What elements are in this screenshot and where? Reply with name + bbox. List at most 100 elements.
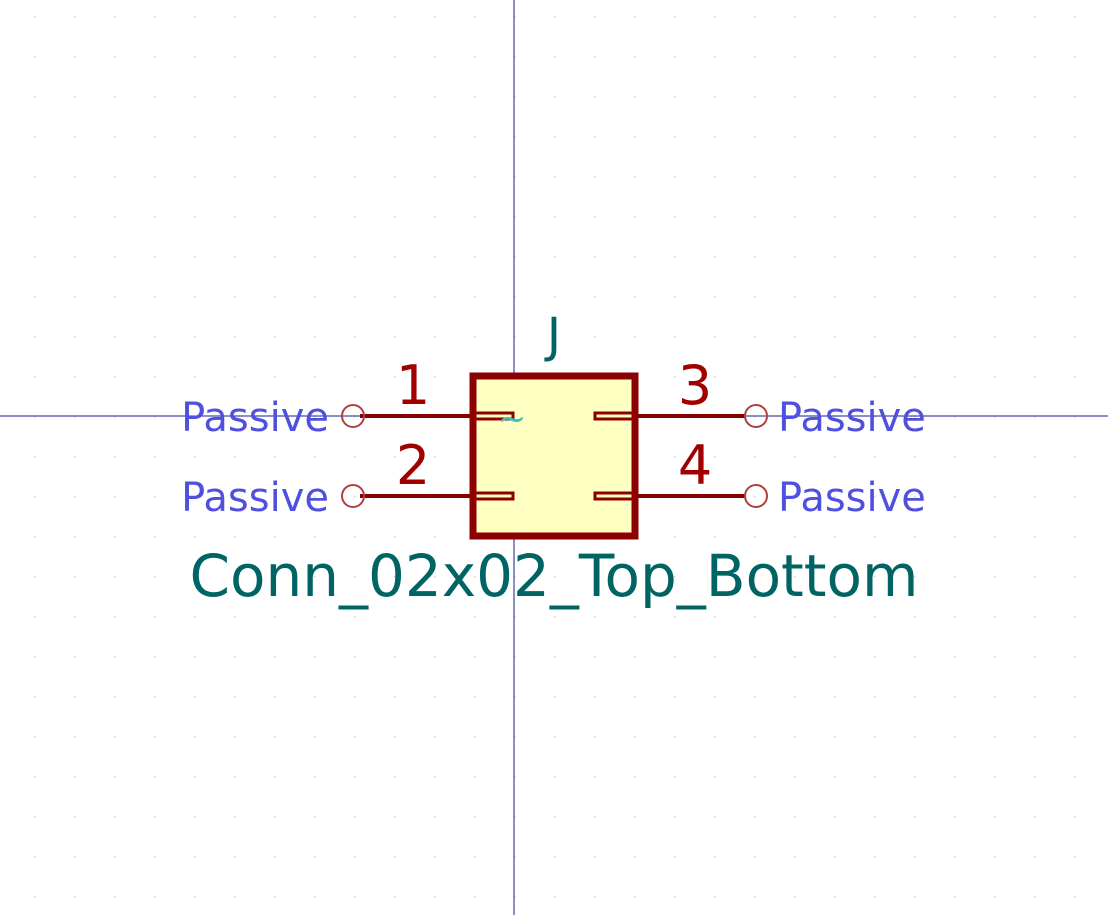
grid-dot	[994, 536, 996, 538]
grid-dot	[234, 776, 236, 778]
grid-dot	[874, 776, 876, 778]
grid-dot	[114, 736, 116, 738]
grid-dot	[274, 896, 276, 898]
grid-dot	[754, 496, 756, 498]
grid-dot	[354, 896, 356, 898]
grid-dot	[434, 816, 436, 818]
grid-dot	[34, 736, 36, 738]
grid-dot	[314, 216, 316, 218]
grid-dot	[674, 336, 676, 338]
grid-dot	[234, 656, 236, 658]
symbol-body[interactable]	[469, 372, 639, 540]
pin-2-connection-point[interactable]	[341, 484, 365, 508]
grid-dot	[954, 456, 956, 458]
grid-dot	[554, 176, 556, 178]
grid-dot	[634, 256, 636, 258]
grid-dot	[394, 56, 396, 58]
grid-dot	[994, 336, 996, 338]
pin-2-type: Passive	[181, 475, 329, 521]
grid-dot	[394, 336, 396, 338]
grid-dot	[914, 256, 916, 258]
grid-dot	[714, 56, 716, 58]
grid-dot	[1034, 136, 1036, 138]
grid-dot	[834, 816, 836, 818]
grid-dot	[234, 536, 236, 538]
grid-dot	[594, 856, 596, 858]
grid-dot	[354, 296, 356, 298]
grid-dot	[194, 416, 196, 418]
pin-1-stub	[473, 411, 515, 421]
grid-dot	[114, 256, 116, 258]
grid-dot	[634, 216, 636, 218]
grid-dot	[874, 96, 876, 98]
grid-dot	[474, 56, 476, 58]
grid-dot	[34, 776, 36, 778]
grid-dot	[914, 896, 916, 898]
pin-3-type: Passive	[778, 395, 926, 441]
grid-dot	[474, 336, 476, 338]
grid-dot	[1074, 696, 1076, 698]
grid-dot	[74, 896, 76, 898]
pin-3-connection-point[interactable]	[744, 404, 768, 428]
grid-dot	[914, 536, 916, 538]
grid-dot	[994, 656, 996, 658]
grid-dot	[834, 456, 836, 458]
grid-dot	[994, 16, 996, 18]
grid-dot	[1034, 216, 1036, 218]
grid-dot	[954, 336, 956, 338]
grid-dot	[154, 336, 156, 338]
grid-dot	[434, 536, 436, 538]
grid-dot	[474, 136, 476, 138]
grid-dot	[554, 576, 556, 578]
grid-dot	[994, 816, 996, 818]
grid-dot	[154, 536, 156, 538]
grid-dot	[1034, 856, 1036, 858]
grid-dot	[794, 616, 796, 618]
grid-dot	[754, 816, 756, 818]
grid-dot	[234, 16, 236, 18]
grid-dot	[394, 456, 396, 458]
grid-dot	[754, 776, 756, 778]
grid-dot	[434, 16, 436, 18]
grid-dot	[1034, 896, 1036, 898]
grid-dot	[754, 896, 756, 898]
grid-dot	[154, 896, 156, 898]
grid-dot	[674, 16, 676, 18]
grid-dot	[794, 576, 796, 578]
pin-1-connection-point[interactable]	[341, 404, 365, 428]
value-field[interactable]: Conn_02x02_Top_Bottom	[189, 542, 918, 610]
grid-dot	[1034, 696, 1036, 698]
grid-dot	[154, 816, 156, 818]
grid-dot	[154, 136, 156, 138]
grid-dot	[274, 336, 276, 338]
grid-dot	[954, 896, 956, 898]
grid-dot	[274, 176, 276, 178]
grid-dot	[74, 616, 76, 618]
pin-2[interactable]: 2 Passive	[181, 434, 515, 521]
grid-dot	[314, 336, 316, 338]
grid-dot	[34, 616, 36, 618]
grid-dot	[74, 136, 76, 138]
grid-dot	[914, 856, 916, 858]
pin-1[interactable]: 1 Passive	[181, 354, 515, 441]
grid-dot	[274, 576, 276, 578]
grid-dot	[434, 176, 436, 178]
grid-dot	[314, 736, 316, 738]
grid-dot	[874, 16, 876, 18]
grid-dot	[674, 856, 676, 858]
grid-dot	[754, 176, 756, 178]
pin-3[interactable]: 3 Passive	[593, 354, 926, 441]
grid-dot	[994, 416, 996, 418]
grid-dot	[434, 656, 436, 658]
grid-dot	[154, 736, 156, 738]
grid-dot	[794, 896, 796, 898]
grid-dot	[954, 296, 956, 298]
reference-field[interactable]: J	[544, 308, 561, 364]
grid-dot	[314, 376, 316, 378]
grid-dot	[354, 856, 356, 858]
pin-4-connection-point[interactable]	[744, 484, 768, 508]
pin-4[interactable]: 4 Passive	[593, 434, 926, 521]
grid-dot	[34, 696, 36, 698]
